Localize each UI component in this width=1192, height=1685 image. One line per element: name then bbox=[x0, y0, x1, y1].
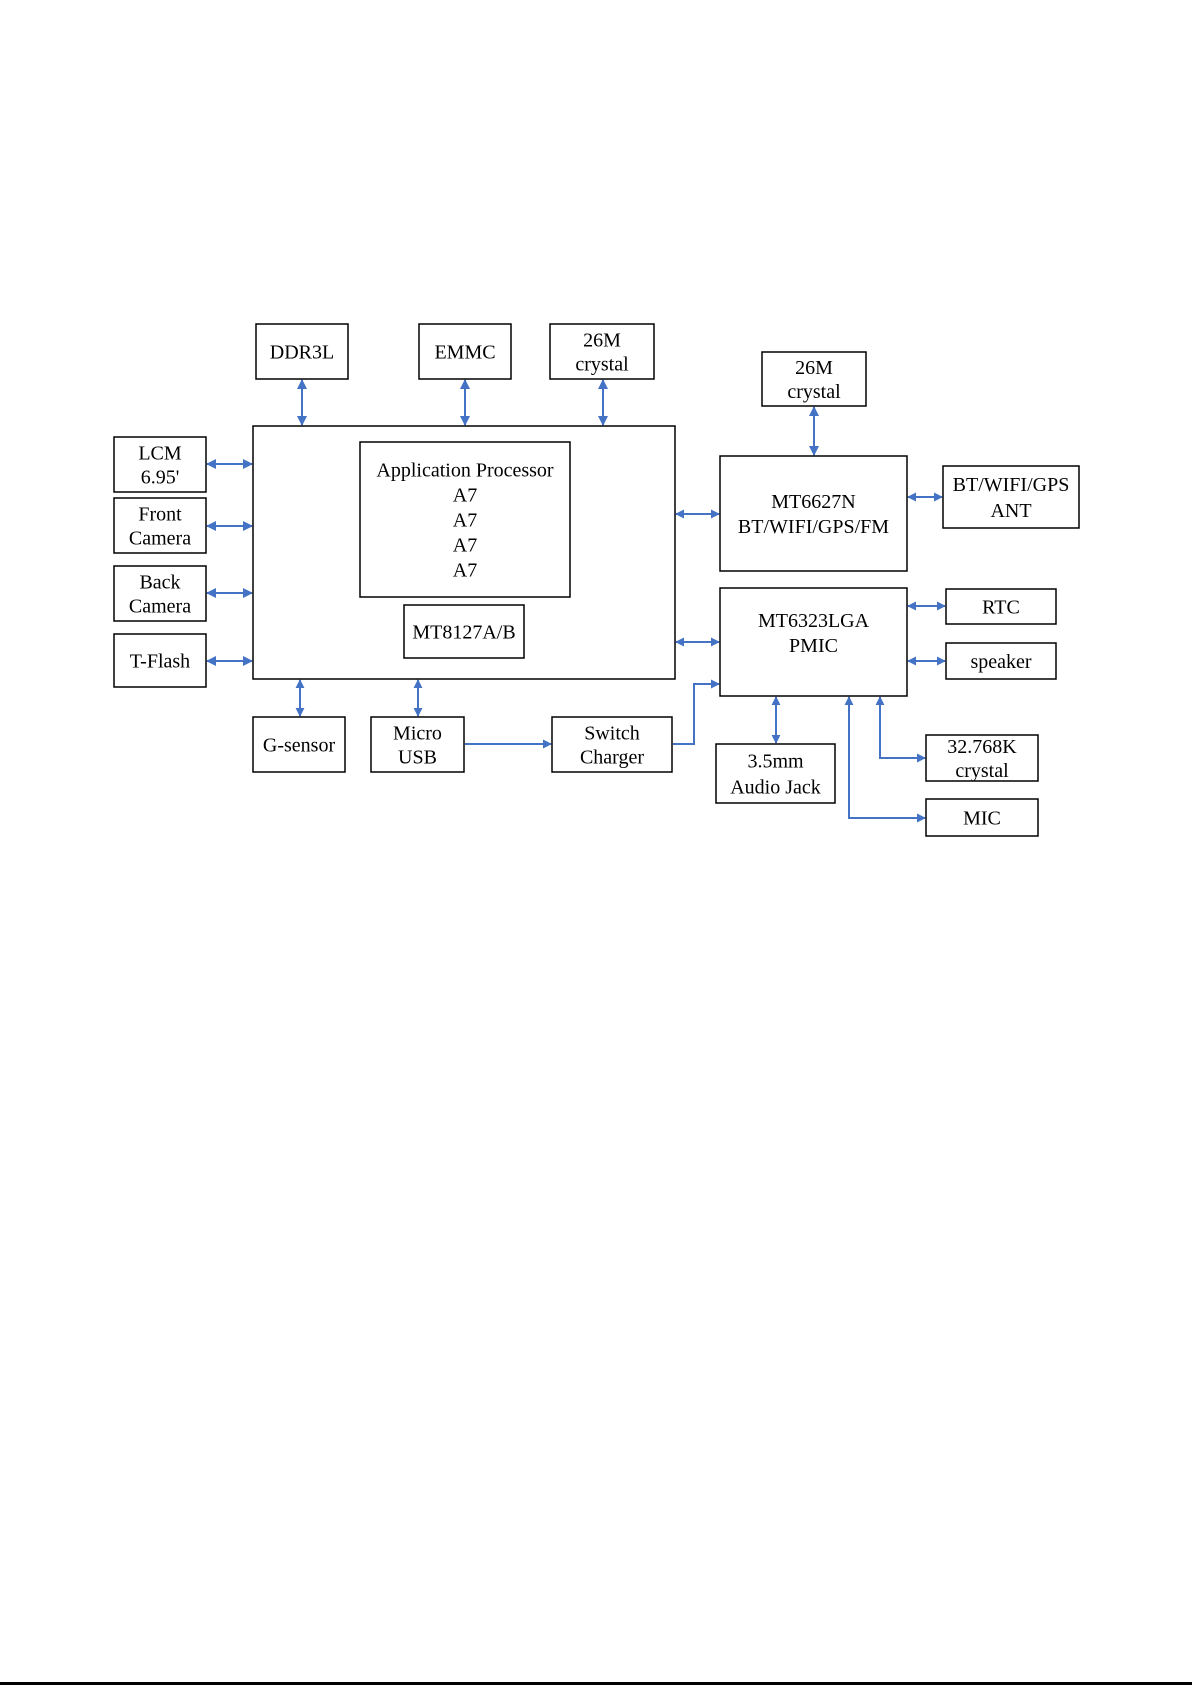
g-sensor-box: G-sensor bbox=[253, 717, 345, 772]
switch-charger-box-label-1: Switch bbox=[584, 723, 640, 745]
mt6627n-box-label-1: MT6627N bbox=[771, 491, 855, 513]
switch-charger-box-label-2: Charger bbox=[580, 747, 644, 769]
g-sensor-box-label-1: G-sensor bbox=[263, 735, 336, 757]
application-processor-box-label-1: Application Processor bbox=[376, 460, 554, 482]
lcm-box-label-1: LCM bbox=[138, 443, 182, 465]
crystal-26m-ap-box-label-2: crystal bbox=[575, 354, 629, 376]
crystal-32k-box-label-1: 32.768K bbox=[947, 736, 1017, 758]
front-camera-box-label-2: Camera bbox=[129, 528, 191, 550]
tflash-box-label-1: T-Flash bbox=[130, 651, 190, 673]
rtc-box: RTC bbox=[946, 589, 1056, 624]
bt-wifi-gps-ant-box: BT/WIFI/GPS ANT bbox=[943, 466, 1079, 528]
tflash-box: T-Flash bbox=[114, 634, 206, 687]
mt8127-box: MT8127A/B bbox=[404, 605, 524, 658]
ddr3l-box: DDR3L bbox=[256, 324, 348, 379]
mt6627n-box-label-2: BT/WIFI/GPS/FM bbox=[738, 516, 889, 538]
micro-usb-box-label-1: Micro bbox=[393, 723, 442, 745]
crystal-26m-wifi-box-label-1: 26M bbox=[795, 357, 833, 379]
crystal-26m-wifi-box-label-2: crystal bbox=[787, 381, 841, 403]
emmc-box: EMMC bbox=[419, 324, 511, 379]
audio-jack-box-label-2: Audio Jack bbox=[730, 777, 821, 799]
application-processor-box-label-2: A7 bbox=[453, 485, 477, 507]
mt6323-pmic-box-label-2: PMIC bbox=[789, 635, 838, 657]
front-camera-box-label-1: Front bbox=[138, 504, 182, 526]
speaker-box: speaker bbox=[946, 643, 1056, 679]
ddr3l-box-label-1: DDR3L bbox=[270, 342, 334, 364]
bt-wifi-gps-ant-box-label-1: BT/WIFI/GPS bbox=[953, 474, 1070, 496]
application-processor-box-label-5: A7 bbox=[453, 560, 477, 582]
mt6323-pmic-box: MT6323LGA PMIC bbox=[720, 588, 907, 696]
mt6323-pmic-box-label-1: MT6323LGA bbox=[758, 610, 870, 632]
emmc-box-label-1: EMMC bbox=[434, 342, 495, 364]
mt6627n-box: MT6627N BT/WIFI/GPS/FM bbox=[720, 456, 907, 571]
application-processor-box-label-3: A7 bbox=[453, 510, 477, 532]
charger-pmic-connector bbox=[673, 684, 719, 744]
bt-wifi-gps-ant-box-label-2: ANT bbox=[990, 500, 1031, 522]
mt8127-box-label-1: MT8127A/B bbox=[412, 622, 515, 644]
lcm-box-label-2: 6.95' bbox=[141, 467, 180, 489]
mic-box-label-1: MIC bbox=[963, 808, 1001, 830]
rtc-box-label-1: RTC bbox=[982, 597, 1020, 619]
micro-usb-box-label-2: USB bbox=[398, 747, 437, 769]
crystal-32k-box-label-2: crystal bbox=[955, 760, 1009, 782]
mic-box: MIC bbox=[926, 799, 1038, 836]
back-camera-box-label-2: Camera bbox=[129, 596, 191, 618]
back-camera-box-label-1: Back bbox=[139, 572, 180, 594]
mt6627n-box-border bbox=[720, 456, 907, 571]
crystal-26m-ap-box-label-1: 26M bbox=[583, 330, 621, 352]
application-processor-box-label-4: A7 bbox=[453, 535, 477, 557]
audio-jack-box-label-1: 3.5mm bbox=[747, 751, 804, 773]
crystal-32k-connector bbox=[880, 697, 925, 758]
speaker-box-label-1: speaker bbox=[970, 651, 1031, 673]
